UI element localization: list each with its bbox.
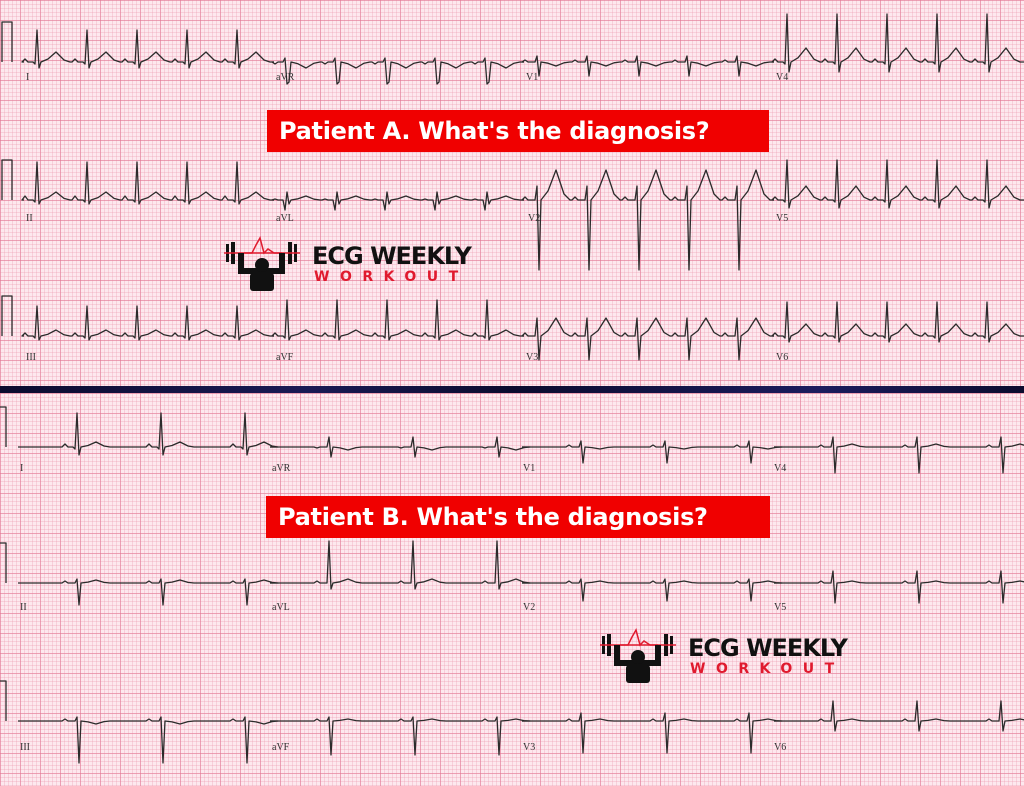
- logo-subtitle: WORKOUT: [690, 661, 845, 677]
- ecg-trace-I: [1, 21, 274, 69]
- lead-label-aVF: aVF: [272, 742, 290, 753]
- lead-label-aVR: aVR: [276, 72, 295, 83]
- ecg-trace-aVL: [270, 540, 531, 590]
- lead-label-aVL: aVL: [276, 213, 294, 224]
- ecg-trace-V2: [522, 578, 783, 602]
- ecg-trace-V3: [522, 712, 783, 754]
- patient-a-question-banner: Patient A. What's the diagnosis?: [267, 110, 769, 152]
- logo-title: ECG WEEKLY: [688, 634, 848, 662]
- lead-label-V5: V5: [776, 213, 789, 224]
- lead-label-V5: V5: [774, 602, 787, 613]
- ecg-trace-III: [1, 295, 274, 341]
- logo-title: ECG WEEKLY: [312, 242, 472, 270]
- ecg-trace-V6: [771, 301, 1024, 343]
- lead-label-I: I: [20, 463, 24, 474]
- panel-separator: [0, 386, 1024, 393]
- lead-label-V3: V3: [523, 742, 536, 753]
- ecg-trace-V2: [521, 169, 774, 271]
- lead-label-II: II: [20, 602, 27, 613]
- ecg-trace-aVF: [270, 716, 531, 756]
- ecg-trace-V4: [771, 13, 1024, 73]
- ecg-trace-V5: [774, 570, 1024, 604]
- lead-label-aVR: aVR: [272, 463, 291, 474]
- lead-label-II: II: [26, 213, 33, 224]
- lead-label-aVF: aVF: [276, 352, 294, 363]
- lead-label-V1: V1: [526, 72, 539, 83]
- weightlifter-ecg-icon: [600, 628, 676, 683]
- ecg-trace-V4: [774, 436, 1024, 474]
- patient-b-question-banner: Patient B. What's the diagnosis?: [266, 496, 770, 538]
- patient-b-ecg-panel: I aVR V1 V4 II aVL V2 V5 III aVF V3 V6 P…: [0, 393, 1024, 786]
- ecg-trace-aVF: [271, 299, 524, 341]
- lead-label-III: III: [20, 742, 30, 753]
- lead-label-aVL: aVL: [272, 602, 290, 613]
- ecg-trace-V1: [521, 55, 774, 77]
- ecg-trace-aVR: [271, 57, 524, 85]
- ecg-weekly-logo: ECG WEEKLY WORKOUT: [222, 236, 492, 292]
- weightlifter-ecg-icon: [224, 236, 300, 291]
- ecg-trace-aVR: [270, 436, 531, 458]
- lead-label-V6: V6: [774, 742, 787, 753]
- patient-a-ecg-panel: I aVR V1 V4 II aVL V2 V5 III aVF V3 V6 P…: [0, 0, 1024, 387]
- patient-b-ecg-traces: [0, 406, 1024, 764]
- ecg-trace-V1: [522, 440, 783, 464]
- lead-label-V4: V4: [776, 72, 789, 83]
- lead-label-V3: V3: [526, 352, 539, 363]
- patient-a-ecg-traces: [1, 13, 1024, 361]
- ecg-trace-V5: [771, 159, 1024, 209]
- ecg-trace-II: [1, 159, 274, 205]
- ecg-trace-I: [0, 406, 279, 456]
- lead-label-V2: V2: [523, 602, 536, 613]
- lead-label-III: III: [26, 352, 36, 363]
- ecg-weekly-logo: ECG WEEKLY WORKOUT: [598, 628, 868, 684]
- lead-label-V1: V1: [523, 463, 536, 474]
- lead-label-V4: V4: [774, 463, 787, 474]
- lead-label-V6: V6: [776, 352, 789, 363]
- ecg-trace-II: [0, 542, 279, 606]
- logo-subtitle: WORKOUT: [314, 269, 469, 285]
- lead-label-V2: V2: [528, 213, 541, 224]
- ecg-trace-aVL: [271, 191, 524, 211]
- lead-label-I: I: [26, 72, 30, 83]
- ecg-trace-III: [0, 680, 279, 764]
- ecg-trace-V6: [774, 700, 1024, 732]
- ecg-trace-V3: [521, 317, 774, 361]
